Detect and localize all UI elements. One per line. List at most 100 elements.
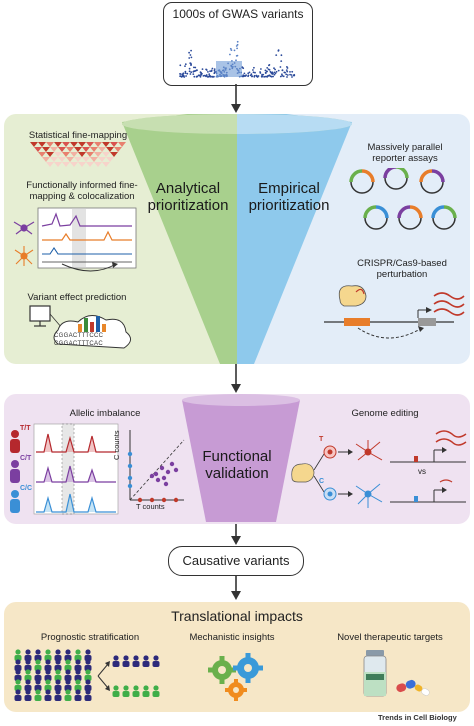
gwas-point: [270, 75, 273, 78]
gwas-point: [195, 76, 198, 78]
gwas-point: [233, 49, 236, 52]
person-icon: [85, 649, 91, 655]
person-body: [84, 695, 92, 701]
orange-cell-icon: [14, 246, 34, 266]
translational-title: Translational impacts: [171, 608, 303, 624]
person-body: [24, 655, 32, 661]
person-icon: [55, 649, 61, 655]
ld-cell: [114, 147, 122, 152]
gwas-point: [182, 74, 185, 77]
gwas-point: [261, 73, 263, 76]
gwas-point: [190, 56, 193, 59]
gwas-point: [222, 73, 225, 76]
gwas-point: [235, 59, 237, 62]
genotype-tt: T/T: [20, 425, 31, 432]
gwas-point: [281, 74, 284, 77]
person-icon: [15, 649, 21, 655]
gwas-point: [209, 70, 211, 73]
computer-icon: [29, 305, 51, 327]
gwas-point: [274, 68, 276, 71]
ld-cell: [118, 142, 126, 147]
ld-cell: [42, 147, 50, 152]
person-body: [34, 655, 42, 661]
person-body: [34, 685, 42, 691]
gwas-point: [219, 73, 221, 76]
person-icon: [113, 685, 119, 691]
gwas-point: [266, 67, 269, 69]
person-body: [74, 675, 82, 681]
purple-point: [159, 465, 165, 471]
gwas-point: [229, 53, 231, 56]
plasmid-segment: [361, 169, 375, 183]
gwas-point: [235, 55, 238, 57]
gwas-point: [205, 74, 208, 77]
vial-icon: [363, 650, 387, 697]
allelic-imbalance-graphic: [10, 423, 185, 515]
person-body: [14, 695, 22, 701]
gwas-point: [264, 69, 267, 72]
gwas-point: [264, 72, 267, 74]
gwas-point: [200, 72, 203, 75]
ld-cell: [66, 157, 74, 162]
functional-validation-heading: Functional validation: [202, 448, 272, 482]
gwas-point: [209, 75, 211, 77]
person-body: [74, 695, 82, 701]
ld-cell: [58, 157, 66, 162]
person-body: [44, 655, 52, 661]
person-body: [64, 675, 72, 681]
person-icon: [123, 655, 129, 661]
manhattan-plot: [179, 40, 296, 78]
gwas-point: [242, 67, 245, 70]
person-icon: [55, 679, 61, 685]
person-icon: [123, 685, 129, 691]
gwas-point: [193, 75, 196, 78]
gwas-point: [188, 51, 190, 54]
blue-point: [127, 463, 133, 469]
journal-credit: Trends in Cell Biology: [378, 713, 457, 722]
person-body: [122, 691, 130, 697]
gwas-point: [238, 71, 240, 74]
person-icon: [65, 659, 71, 665]
gwas-point: [217, 69, 220, 72]
person-body: [122, 661, 130, 667]
arrow-to-validation: [231, 364, 241, 393]
person-icon: [75, 669, 81, 675]
gwas-point: [213, 75, 215, 78]
ld-cell: [54, 162, 62, 167]
person-icon: [153, 655, 159, 661]
plasmid-segment: [395, 168, 409, 179]
ld-cell: [86, 162, 94, 167]
gwas-point: [267, 74, 270, 77]
plasmid-segment: [383, 168, 397, 179]
person-body: [34, 665, 42, 671]
person-body: [64, 665, 72, 671]
person-icon: [65, 669, 71, 675]
gwas-point: [286, 70, 289, 73]
gwas-point: [227, 62, 229, 65]
person-icon: [113, 655, 119, 661]
plasmid-graphic: [349, 168, 457, 230]
plasmid-segment: [349, 169, 363, 183]
purple-point: [161, 475, 167, 481]
person-icon: [75, 649, 81, 655]
gwas-point: [219, 75, 221, 78]
gwas-point: [252, 69, 254, 71]
gwas-point: [207, 71, 209, 73]
gwas-point: [188, 67, 191, 70]
person-icon: [75, 689, 81, 695]
ld-cell: [46, 142, 54, 147]
gwas-point: [273, 73, 276, 76]
gwas-point: [221, 69, 224, 72]
gwas-point: [291, 70, 294, 73]
ld-cell: [102, 152, 110, 157]
gwas-point: [194, 70, 197, 72]
functional-fine-mapping-label: Functionally informed fine-mapping & col…: [26, 180, 138, 202]
ld-cell: [38, 152, 46, 157]
gwas-point: [225, 67, 227, 69]
plasmid-segment: [397, 205, 411, 219]
gwas-point: [292, 74, 295, 77]
gwas-point: [225, 71, 228, 74]
person-body: [84, 675, 92, 681]
sequence-logo: [78, 316, 106, 332]
ld-cell: [70, 162, 78, 167]
